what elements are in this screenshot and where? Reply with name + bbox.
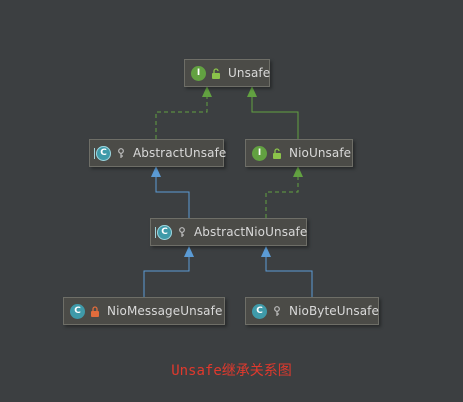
node-abstract-unsafe[interactable]: C AbstractUnsafe (89, 139, 227, 167)
edge-niomessageunsafe-to-abstractniounsafe (143, 246, 194, 297)
node-label-nio-unsafe: NioUnsafe (289, 146, 352, 160)
package-key-icon (176, 226, 188, 238)
class-icon: C (252, 303, 267, 319)
node-label-abstract-nio-unsafe: AbstractNioUnsafe (194, 225, 308, 239)
abstract-class-icon: C (155, 224, 172, 240)
class-icon: C (70, 303, 85, 319)
private-lock-icon (89, 305, 101, 317)
edge-abstractunsafe-to-unsafe (155, 86, 212, 139)
node-label-unsafe: Unsafe (228, 66, 271, 80)
node-nio-message-unsafe[interactable]: C NioMessageUnsafe (63, 297, 225, 325)
edge-abstractniounsafe-to-niounsafe (265, 166, 303, 218)
interface-icon: I (191, 65, 206, 81)
public-unlock-icon (271, 147, 283, 159)
node-unsafe[interactable]: I Unsafe (184, 59, 270, 87)
node-label-abstract-unsafe: AbstractUnsafe (133, 146, 227, 160)
edge-niounsafe-to-unsafe (247, 86, 299, 139)
abstract-class-icon: C (94, 145, 111, 161)
node-label-nio-byte-unsafe: NioByteUnsafe (289, 304, 379, 318)
node-abstract-nio-unsafe[interactable]: C AbstractNioUnsafe (150, 218, 307, 246)
node-nio-unsafe[interactable]: I NioUnsafe (245, 139, 353, 167)
node-nio-byte-unsafe[interactable]: C NioByteUnsafe (245, 297, 379, 325)
public-unlock-icon (210, 67, 222, 79)
edge-niobyteunsafe-to-abstractniounsafe (261, 246, 313, 297)
interface-icon: I (252, 145, 267, 161)
node-label-nio-message-unsafe: NioMessageUnsafe (107, 304, 223, 318)
package-key-icon (271, 305, 283, 317)
edge-abstractniounsafe-to-abstractunsafe (151, 166, 190, 218)
package-key-icon (115, 147, 127, 159)
diagram-caption: Unsafe继承关系图 (171, 363, 292, 379)
